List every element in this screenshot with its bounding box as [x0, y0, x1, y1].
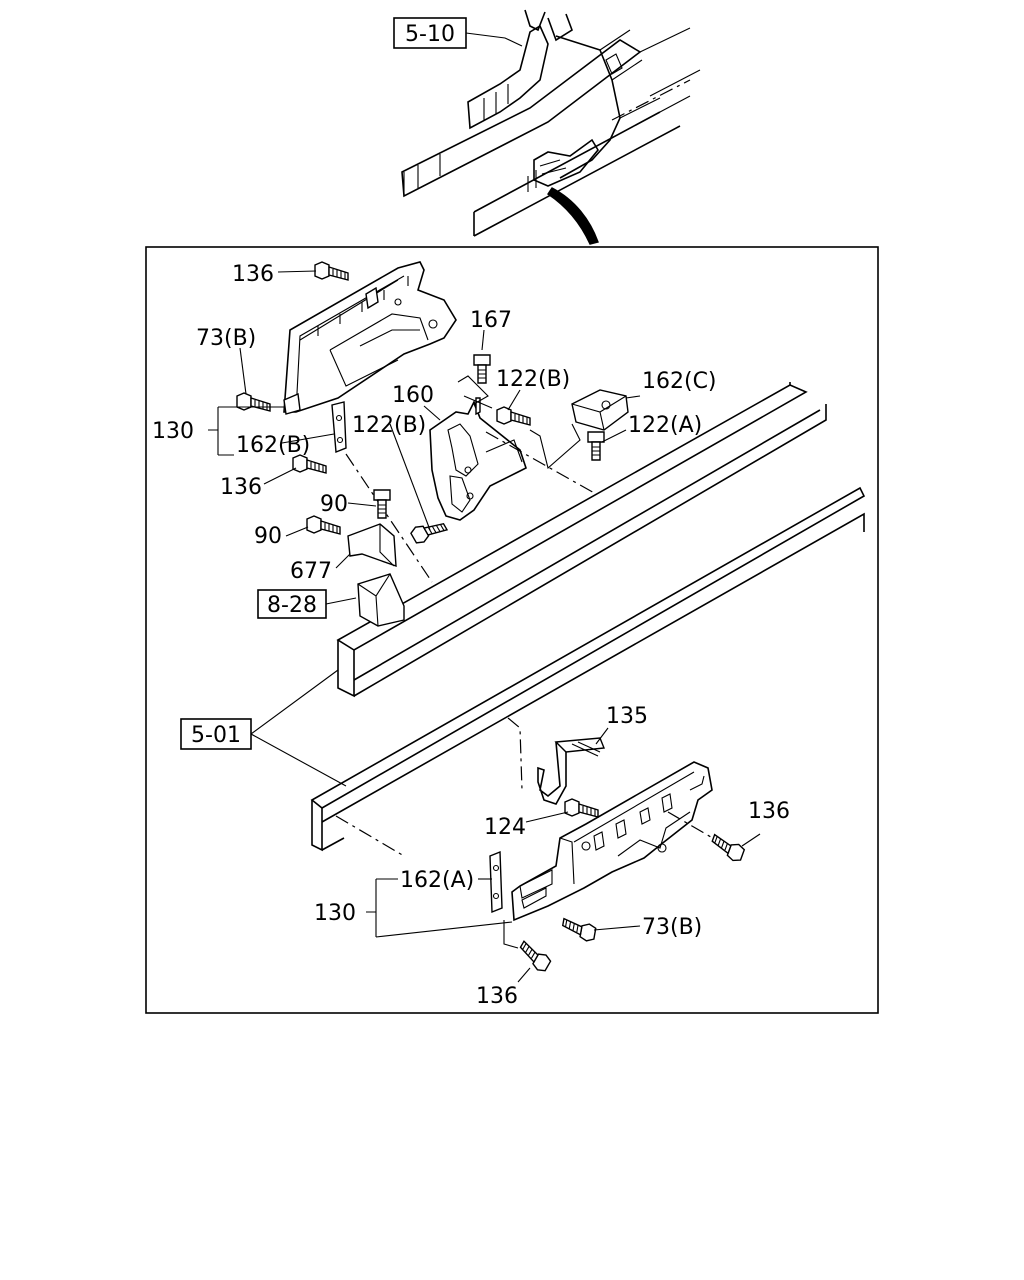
- ref-8-28[interactable]: 8-28: [257, 589, 327, 619]
- callout-90-left: 90: [254, 524, 282, 549]
- bracket-677: [347, 523, 397, 568]
- bracket-162a: [489, 850, 503, 914]
- callout-130-left: 130: [152, 419, 194, 444]
- callout-122b-left: 122(B): [352, 413, 426, 438]
- bolt-73b-bottom: [560, 917, 598, 943]
- callout-122a: 122(A): [628, 413, 702, 438]
- callout-136-mid: 136: [220, 475, 262, 500]
- lower-frame-rail: [310, 486, 866, 852]
- centerline-135: [507, 717, 523, 791]
- centerline-upper-right: [485, 431, 597, 495]
- ref-5-01-label: 5-01: [191, 723, 241, 748]
- bolt-124: [564, 798, 599, 818]
- bolt-167: [473, 354, 491, 384]
- callout-135: 135: [606, 704, 648, 729]
- ref-5-01[interactable]: 5-01: [180, 669, 347, 787]
- ref-5-10[interactable]: 5-10: [393, 17, 523, 49]
- bolt-122b-left: [408, 513, 448, 547]
- part-8-28-block: [357, 573, 405, 627]
- callout-162a: 162(A): [400, 868, 474, 893]
- callout-122b-right: 122(B): [496, 367, 570, 392]
- bolt-90-top: [373, 489, 391, 519]
- pad-162c: [571, 389, 629, 431]
- callout-136-right: 136: [748, 799, 790, 824]
- callout-90-top: 90: [320, 492, 348, 517]
- callout-677: 677: [290, 559, 332, 584]
- callout-73b-bottom: 73(B): [642, 915, 702, 940]
- callout-160: 160: [392, 383, 434, 408]
- centerline-136-right: [667, 811, 717, 841]
- callout-136-bottom: 136: [476, 984, 518, 1009]
- centerline-lower: [335, 815, 405, 857]
- bolt-136-right: [707, 833, 747, 864]
- bolt-122b-right: [496, 406, 531, 426]
- callout-162c: 162(C): [642, 369, 717, 394]
- callout-167: 167: [470, 308, 512, 333]
- bracket-130-upper: [283, 261, 457, 415]
- ref-8-28-label: 8-28: [267, 593, 317, 618]
- bolt-122a: [587, 431, 605, 461]
- bolt-90-left: [306, 515, 341, 535]
- callout-124: 124: [484, 815, 526, 840]
- callout-130-bottom: 130: [314, 901, 356, 926]
- bracket-160: [429, 397, 527, 521]
- bolt-136-top: [314, 261, 349, 281]
- overview-frame-drawing: [401, 9, 701, 245]
- bracket-135: [537, 737, 605, 805]
- bracket-130-lower: [511, 761, 713, 922]
- upper-frame-rail: [336, 382, 827, 698]
- bracket-162b: [331, 401, 347, 454]
- leader-lines: [208, 270, 761, 983]
- centerline-upper-left: [345, 453, 433, 583]
- bolt-73b-left: [236, 392, 271, 412]
- detail-frame: [145, 246, 879, 1014]
- bolt-136-bottom: [514, 940, 554, 974]
- callout-162b: 162(B): [236, 433, 310, 458]
- callout-73b-left: 73(B): [196, 326, 256, 351]
- ref-5-10-label: 5-10: [405, 22, 455, 47]
- callouts: 136 73(B) 130 162(B) 136 90 90 677 167 1…: [152, 262, 790, 1009]
- callout-136-top: 136: [232, 262, 274, 287]
